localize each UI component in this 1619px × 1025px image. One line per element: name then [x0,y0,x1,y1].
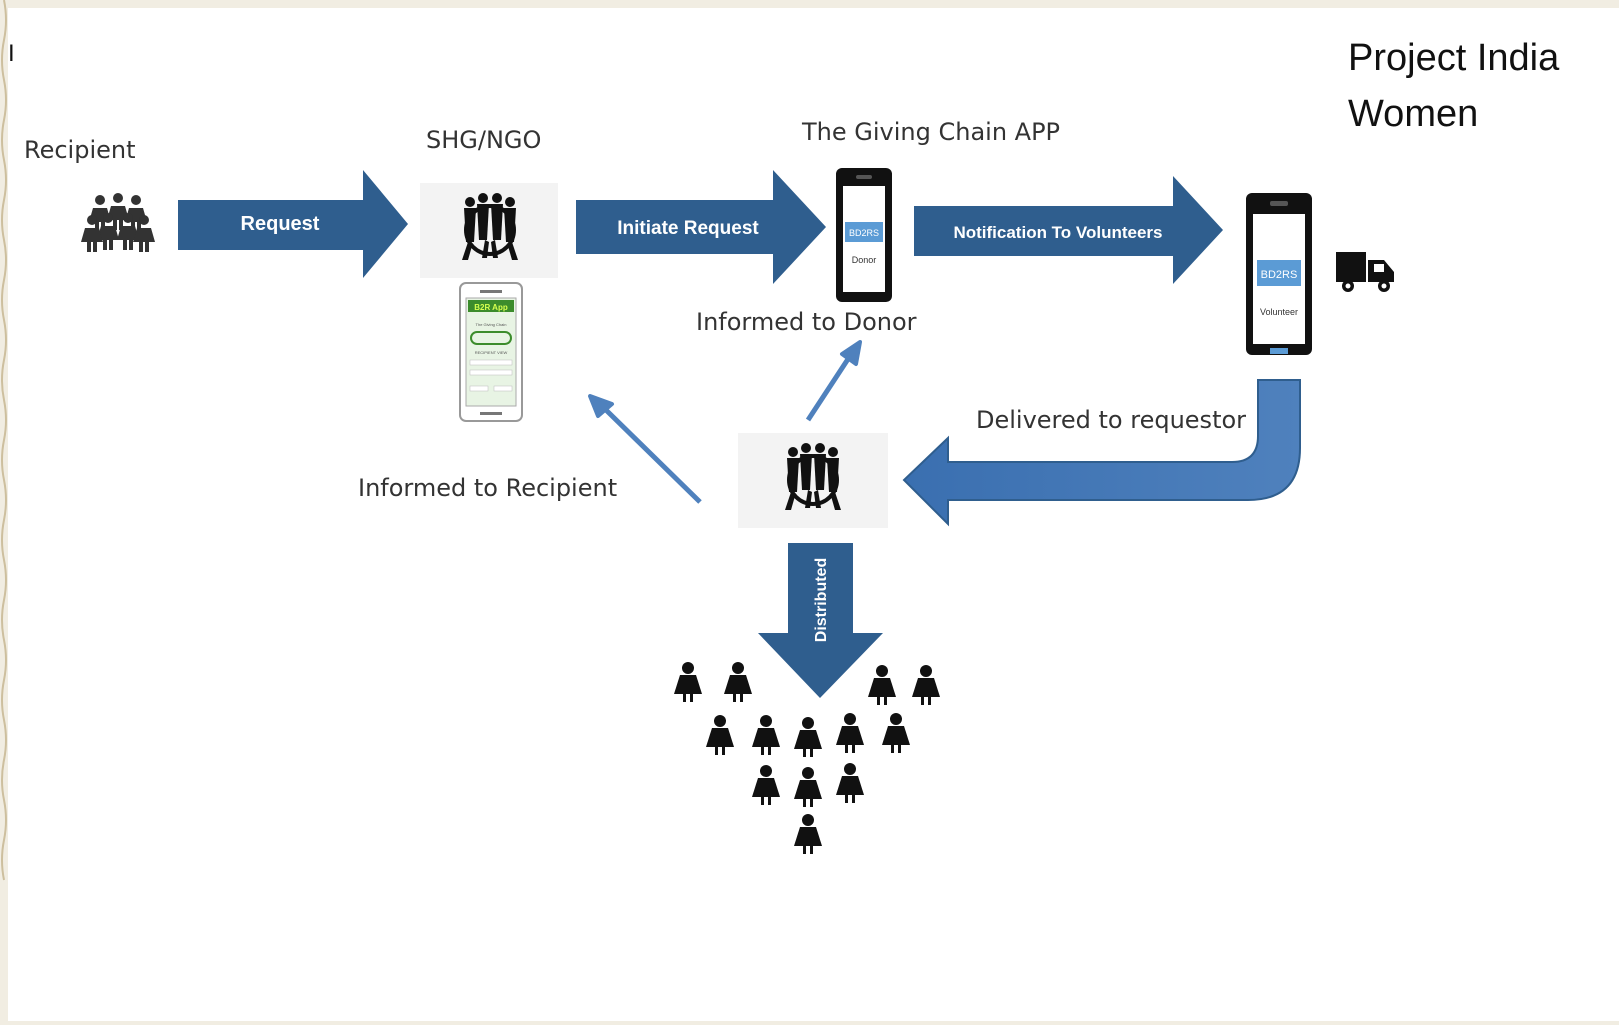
woman-icon [752,765,780,805]
woman-icon [836,763,864,803]
title-line-1: Project India [1348,37,1560,79]
distributed-label: Distributed [813,558,830,642]
woman-icon [882,713,910,753]
donor-screen-label: Donor [852,255,877,265]
volunteer-badge: BD2RS [1261,269,1298,281]
shg-ngo-label: SHG/NGO [426,126,542,154]
recipient-label: Recipient [24,136,136,164]
request-arrow: Request [178,170,408,278]
informed-recipient-arrow [588,394,702,504]
delivered-label: Delivered to requestor [976,406,1247,434]
slide-border-decoration [0,0,8,1021]
app-label: The Giving Chain APP [802,118,1061,146]
woman-icon [752,715,780,755]
woman-icon [868,665,896,705]
woman-icon [724,662,752,702]
notification-label: Notification To Volunteers [953,223,1162,242]
page-title: Project India Women [1348,30,1559,142]
woman-icon [674,662,702,702]
request-arrow-label: Request [241,213,320,235]
recipient-group-icon [81,193,155,252]
distributed-arrow: Distributed [758,543,883,698]
shg-ngo-icon [420,183,558,278]
woman-icon [794,717,822,757]
truck-icon [1336,252,1394,292]
woman-icon [794,767,822,807]
flow-diagram: Request B2R App The Giving Chain RECIPIE… [81,168,1394,854]
informed-donor-arrow [805,340,862,422]
woman-icon [912,665,940,705]
informed-donor-label: Informed to Donor [696,308,917,336]
initiate-request-label: Initiate Request [617,218,759,239]
volunteer-screen-label: Volunteer [1260,307,1298,317]
b2r-subtitle: The Giving Chain [476,322,507,327]
donor-badge: BD2RS [849,228,879,238]
delivered-arrow [902,379,1301,527]
donor-phone: BD2RS Donor [836,168,892,302]
corner-text: I [8,40,15,67]
initiate-request-arrow: Initiate Request [576,170,826,284]
distribution-ngo-icon [738,433,888,528]
slide: I Project India Women Recipient SHG/NGO … [8,8,1619,1021]
b2r-app-phone: B2R App The Giving Chain RECIPIENT VIEW [459,282,523,422]
notification-arrow: Notification To Volunteers [914,176,1223,284]
title-line-2: Women [1348,93,1479,135]
woman-icon [794,814,822,854]
volunteer-phone: BD2RS Volunteer [1246,193,1312,355]
b2r-header: B2R App [474,303,508,312]
woman-icon [836,713,864,753]
woman-icon [706,715,734,755]
women-figures [674,662,940,854]
b2r-view-label: RECIPIENT VIEW [475,350,508,355]
informed-recipient-label: Informed to Recipient [358,474,618,502]
